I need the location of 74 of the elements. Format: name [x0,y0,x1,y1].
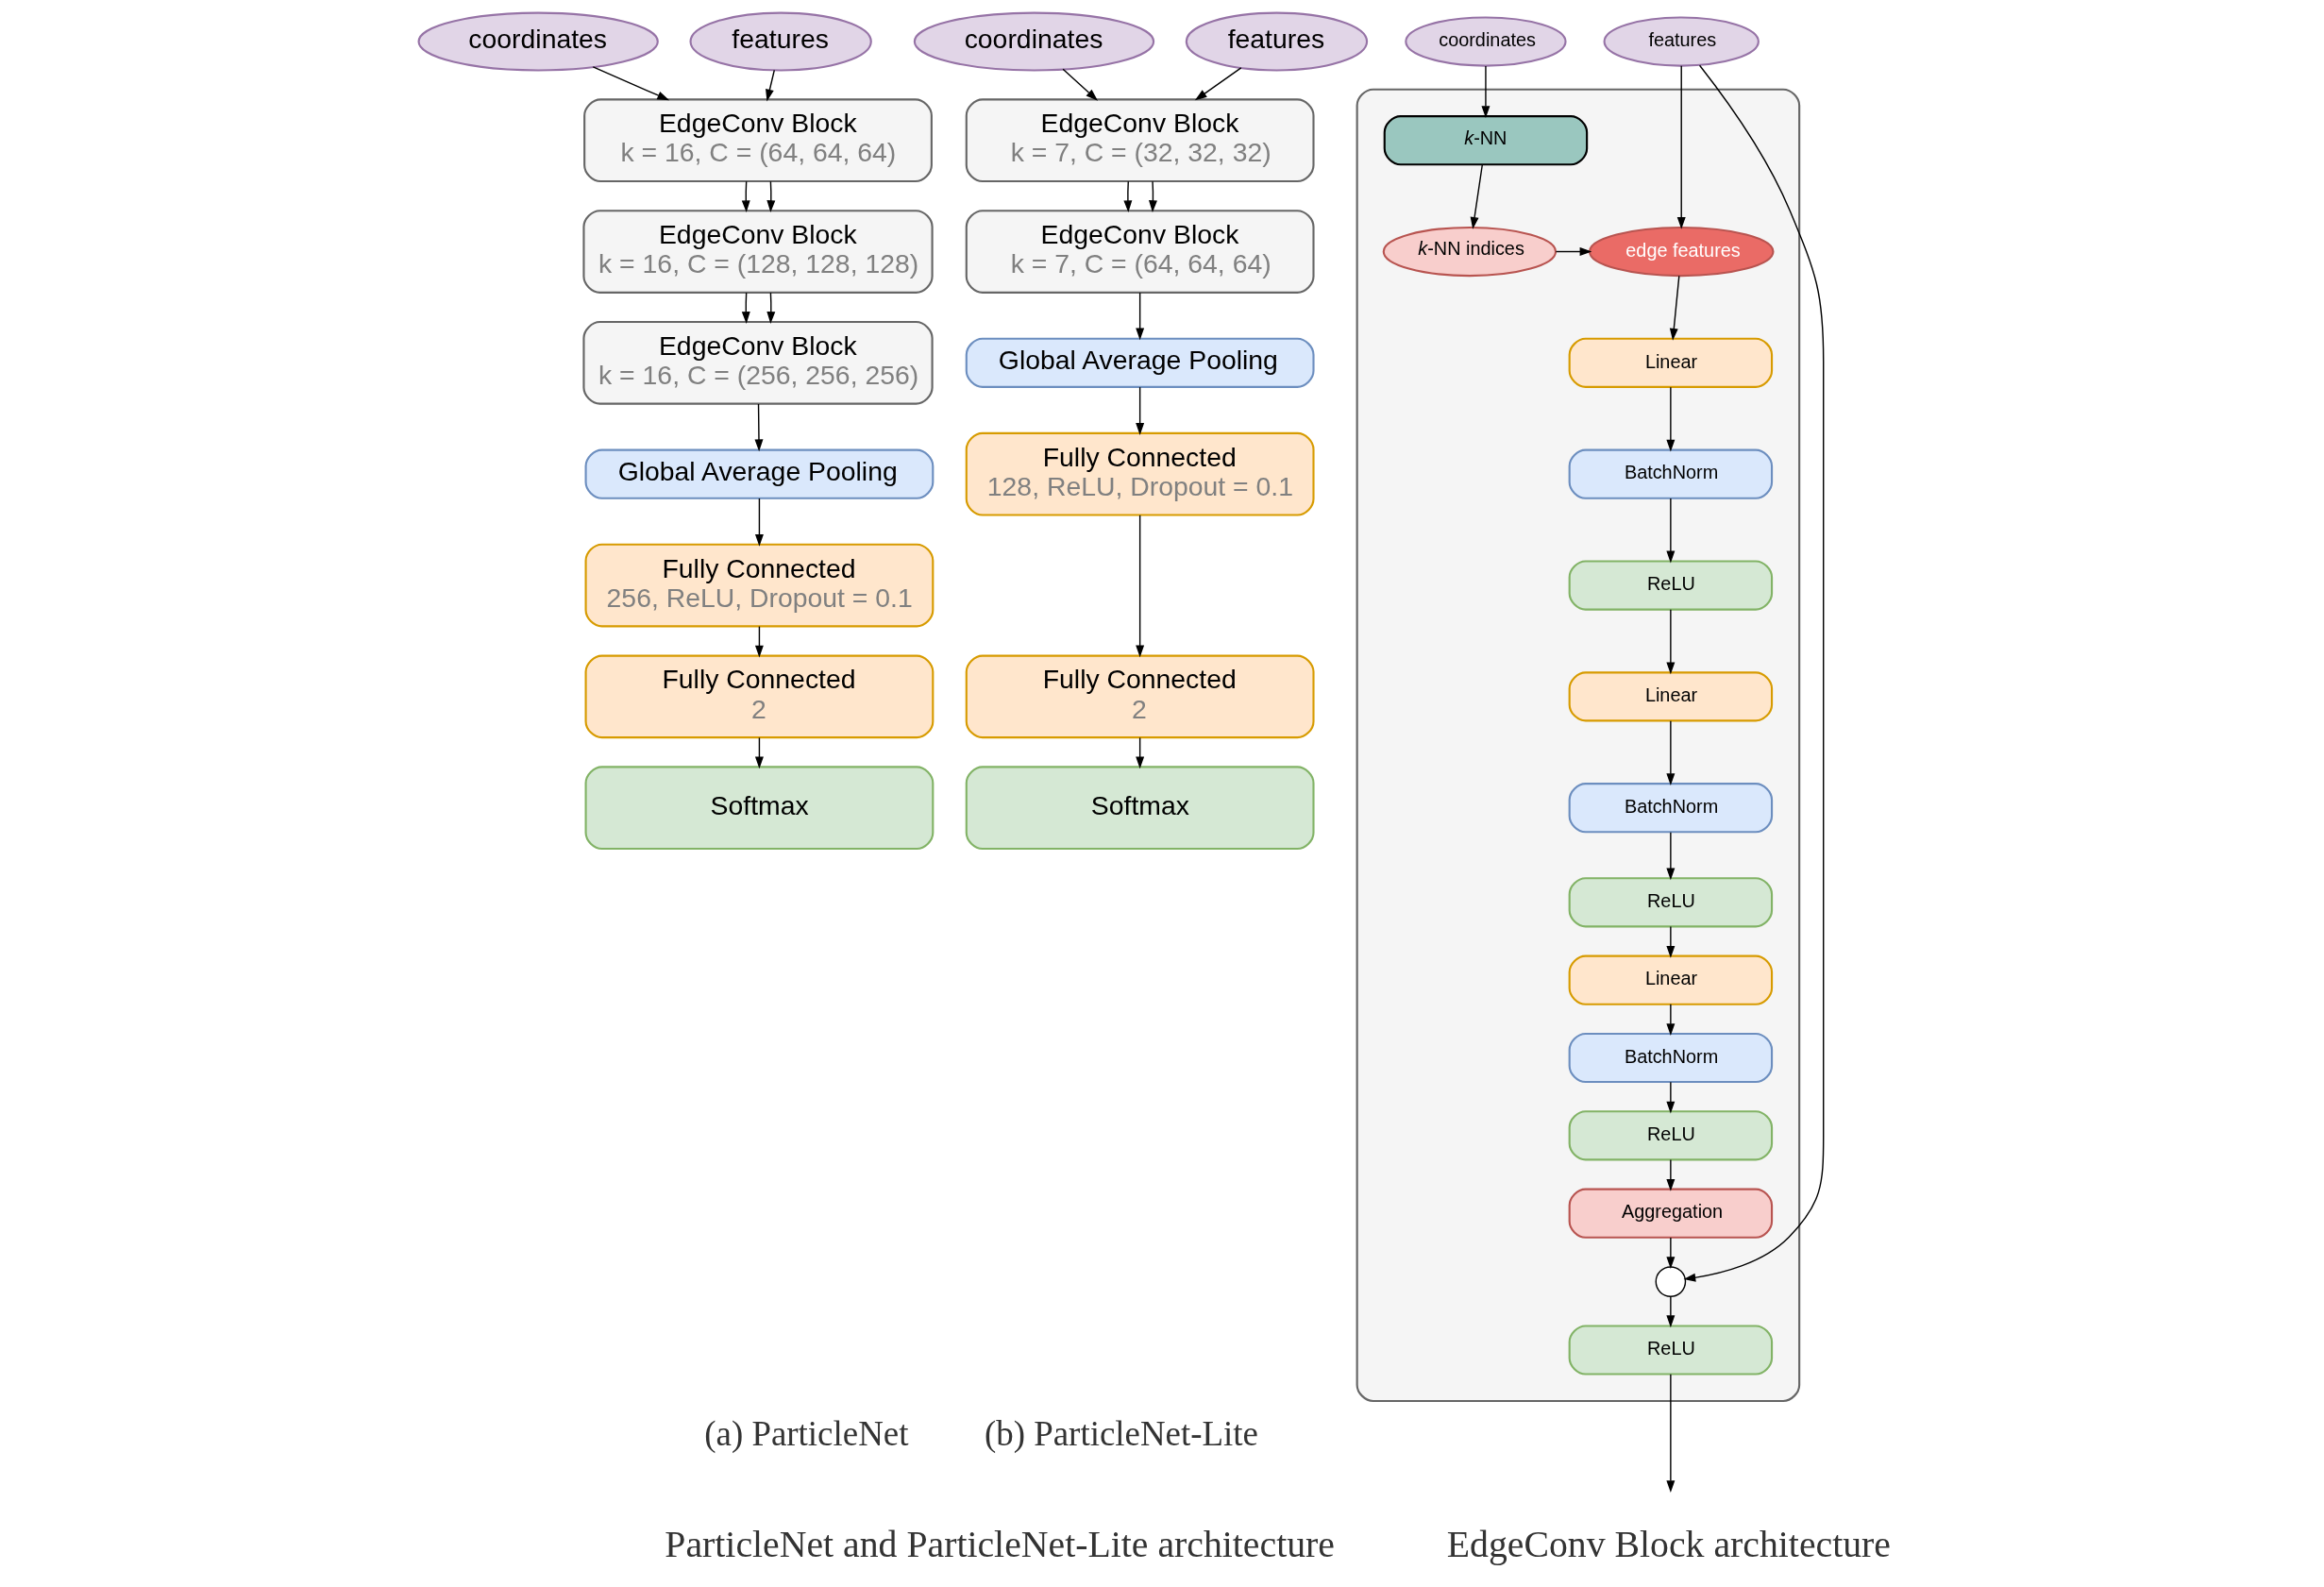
arrow [1148,180,1157,213]
node-ellipse: features [689,11,872,72]
node-ellipse: coordinates [1405,16,1567,67]
node-box: Linear [1568,954,1774,1005]
node-box: Fully Connected 2 [965,654,1315,739]
arrow [1666,498,1676,564]
node-box: Fully Connected 128, ReLU, Dropout = 0.1 [965,431,1315,516]
arrow [1666,1296,1676,1328]
arrow [741,292,750,324]
arrow [1666,1081,1676,1114]
arrow [1136,515,1145,658]
label: EdgeConv Block architecture [1446,1524,1891,1566]
node-box: ReLU [1568,1325,1774,1376]
node-box: EdgeConv Block k = 16, C = (256, 256, 256) [582,321,934,405]
arrow [1666,925,1676,958]
arrow [766,69,775,102]
node-box: Softmax [965,766,1315,851]
node-box: ReLU [1568,560,1774,611]
node-box: EdgeConv Block k = 16, C = (64, 64, 64) [583,98,933,183]
arrow [1676,65,1686,229]
node-box: EdgeConv Block k = 16, C = (128, 128, 128) [582,210,934,294]
node-box: Linear [1568,671,1774,722]
node-box: k-NN [1383,115,1589,166]
arrow [1666,1374,1676,1493]
node-box: Global Average Pooling [584,448,935,499]
node-box: ReLU [1568,1110,1774,1161]
node-ellipse: edge features [1588,226,1775,278]
arrow [1666,831,1676,881]
arrow [1470,163,1484,229]
arrow [766,292,776,324]
node-box: ReLU [1568,877,1774,928]
arrow [1666,1004,1676,1037]
arrow [754,498,764,547]
node-box: EdgeConv Block k = 7, C = (32, 32, 32) [965,98,1315,183]
node-box: Fully Connected 256, ReLU, Dropout = 0.1 [584,543,935,628]
arrow [766,180,776,213]
arrow [1666,386,1676,452]
node-ellipse: features [1603,16,1760,67]
cluster [1356,88,1801,1402]
node-box: BatchNorm [1568,448,1774,499]
label: ParticleNet and ParticleNet-Lite architecture [665,1524,1335,1566]
node-ellipse: coordinates [913,11,1155,72]
node-box: Linear [1568,337,1774,388]
arrow [1136,292,1145,341]
arrow [1666,609,1676,675]
arrow [1555,247,1592,256]
node-ellipse: features [1185,11,1369,72]
arrow [1666,1158,1676,1191]
node-box: BatchNorm [1568,1032,1774,1084]
arrow [754,625,764,658]
node-box: Fully Connected 2 [584,654,935,739]
arrow [1666,719,1676,786]
node-box: Aggregation [1568,1188,1774,1239]
node-ellipse: k-NN indices [1382,226,1558,278]
node-ellipse: coordinates [417,11,659,72]
arrow [1123,180,1133,213]
node-box: BatchNorm [1568,783,1774,834]
arrow [741,180,750,213]
arrow [1669,275,1680,341]
arrow [754,403,764,452]
node-circle [1655,1266,1687,1297]
arrow [1136,736,1145,769]
label: (b) ParticleNet-Lite [984,1413,1258,1453]
arrow [1683,64,1825,1282]
arrow [1481,65,1490,118]
node-box: EdgeConv Block k = 7, C = (64, 64, 64) [965,210,1315,294]
label: (a) ParticleNet [704,1413,909,1453]
arrow [1062,68,1099,101]
arrow [1666,1237,1676,1270]
node-box: Softmax [584,766,935,851]
arrow [754,736,764,769]
node-box: Global Average Pooling [965,337,1315,388]
arrow [1136,386,1145,435]
arrow [1194,67,1242,101]
